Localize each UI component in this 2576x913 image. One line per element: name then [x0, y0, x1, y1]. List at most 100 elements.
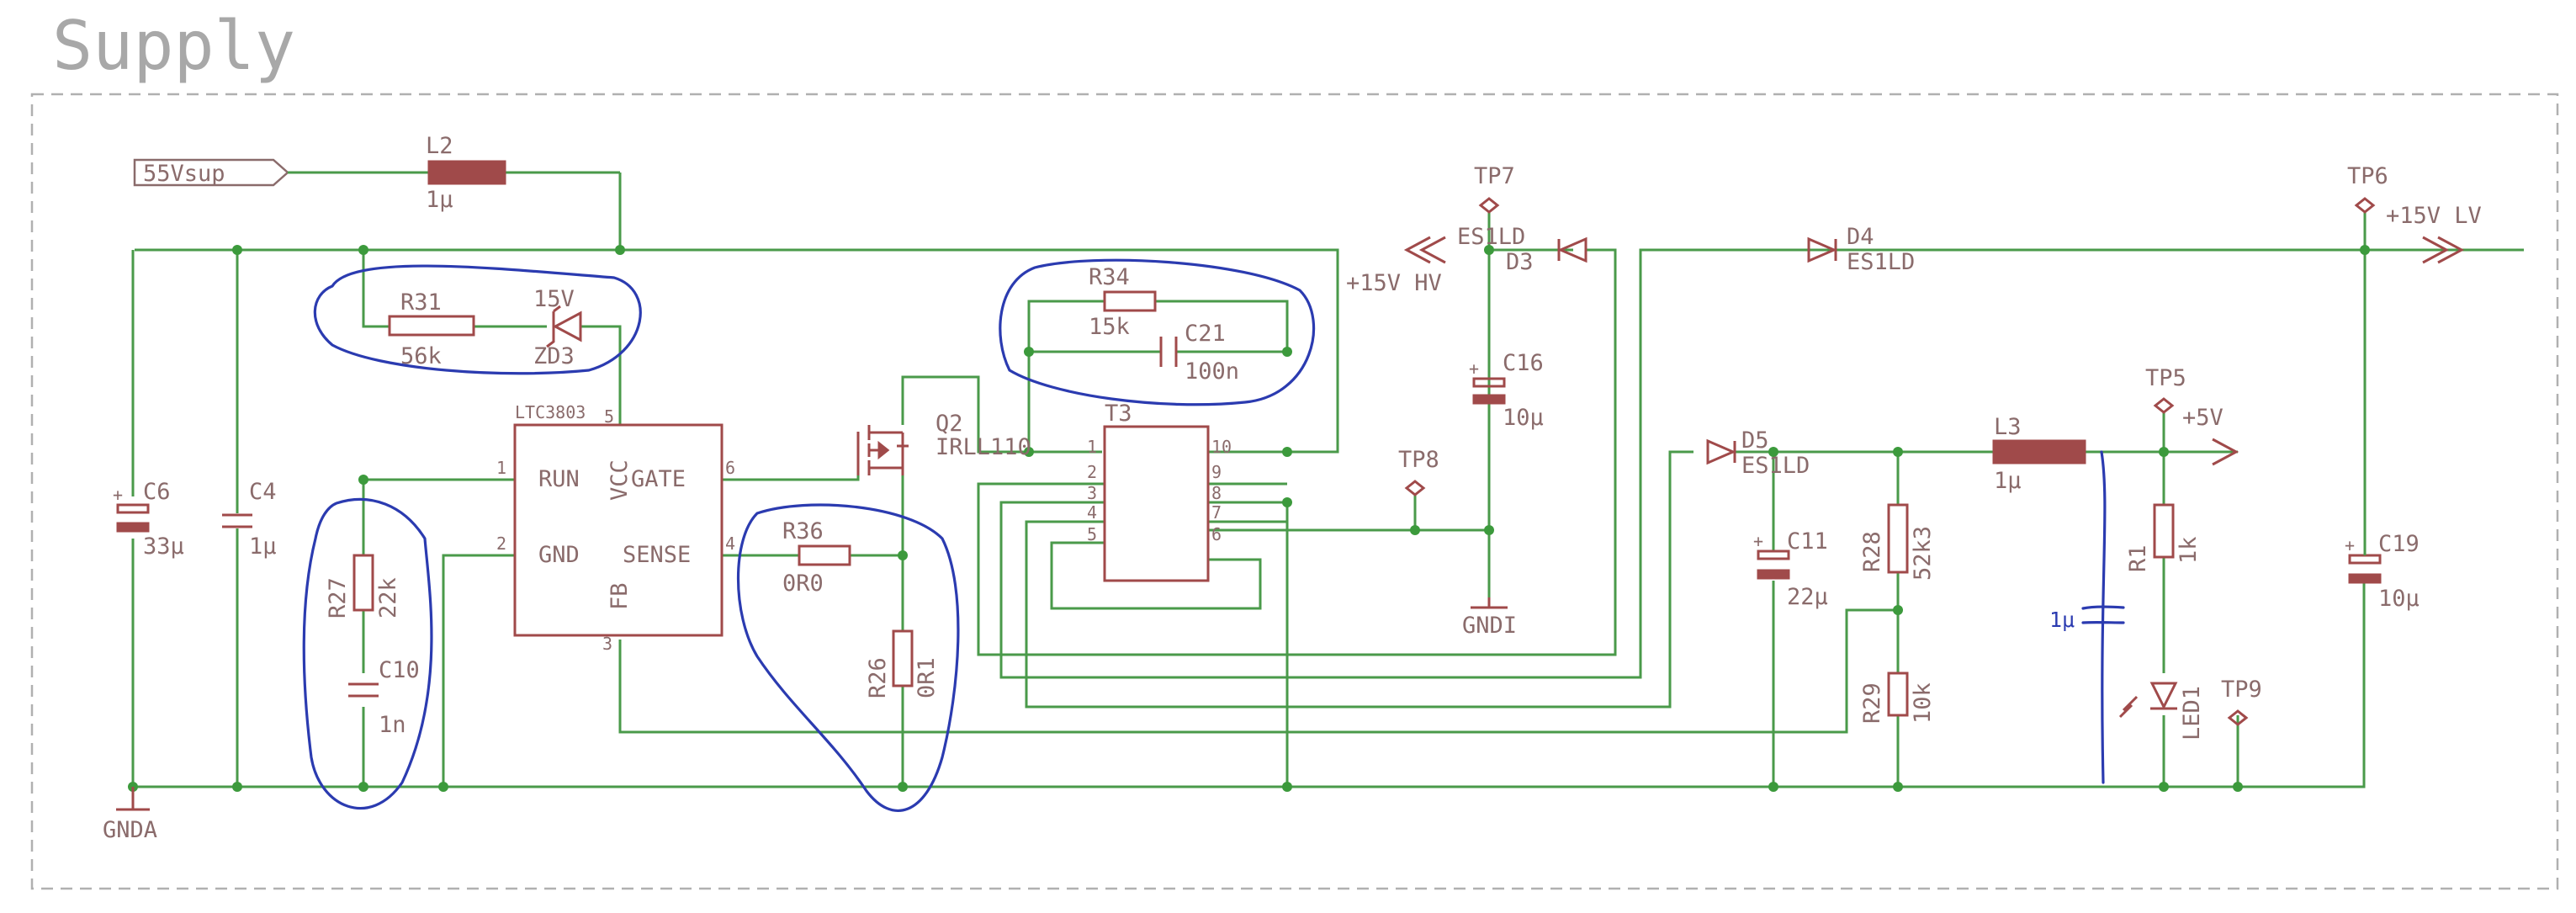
net-15v-lv-label: +15V LV: [2386, 203, 2482, 229]
r28-value: 52k3: [1910, 526, 1936, 581]
net-15v-hv-label: +15V HV: [1346, 270, 1442, 296]
r36-name: R36: [782, 518, 824, 544]
capacitor-c11[interactable]: + C11 22μ: [1753, 528, 1828, 610]
zener-zd3[interactable]: 15V ZD3: [533, 286, 582, 369]
l3-value: 1μ: [1994, 468, 2022, 494]
hand-loop-r34: [999, 258, 1316, 406]
capacitor-c21[interactable]: C21 100n: [1159, 321, 1239, 385]
t3-pin-5: 5: [1087, 524, 1097, 544]
c21-value: 100n: [1185, 358, 1239, 385]
t3-pin-7: 7: [1211, 502, 1222, 523]
ic-pin-fb: FB: [607, 582, 633, 610]
r26-name: R26: [865, 657, 891, 698]
diode-d3[interactable]: ES1LD D3: [1457, 224, 1587, 275]
inductor-l2[interactable]: L2 1μ: [426, 133, 506, 213]
c4-name: C4: [249, 479, 277, 505]
ground-gnda: GNDA: [103, 787, 157, 843]
net-5v-label: +5V: [2182, 405, 2224, 431]
r31-name: R31: [400, 289, 442, 316]
capacitor-c16[interactable]: + C16 10μ: [1469, 350, 1544, 431]
hand-wire-cap: [2100, 450, 2107, 784]
resistor-r28[interactable]: R28 52k3: [1859, 503, 1936, 581]
t3-pin-4: 4: [1087, 502, 1097, 523]
svg-text:+: +: [113, 485, 123, 505]
t3-pin-8: 8: [1211, 483, 1222, 503]
capacitor-c4[interactable]: C4 1μ: [222, 479, 277, 560]
testpoint-tp6[interactable]: TP6: [2347, 163, 2388, 214]
tp7-label: TP7: [1474, 163, 1515, 189]
ic-pin-gnd: GND: [538, 542, 580, 568]
ic-pin-num-1: 1: [496, 458, 506, 478]
transformer-t3[interactable]: T3 1 2 3 4 5 10 9 8 7 6: [1087, 401, 1232, 582]
svg-text:+: +: [1753, 531, 1763, 551]
l3-name: L3: [1994, 414, 2022, 440]
tp6-label: TP6: [2347, 163, 2388, 189]
ic-pin-num-5: 5: [604, 406, 614, 427]
zd3-value: 15V: [533, 286, 575, 312]
d5-name: D5: [1741, 427, 1769, 454]
input-port-55vsup[interactable]: 55Vsup: [133, 158, 289, 187]
r1-value: 1k: [2176, 536, 2202, 564]
inductor-l3[interactable]: L3 1μ: [1992, 414, 2086, 494]
ic-ltc3803[interactable]: LTC3803 RUN GATE GND SENSE VCC FB 1 2 3 …: [496, 402, 735, 654]
q2-value: IRLL110: [936, 434, 1031, 460]
hand-loop-r31: [313, 264, 642, 375]
capacitor-c10[interactable]: C10 1n: [348, 657, 420, 738]
d4-value: ES1LD: [1847, 249, 1915, 275]
svg-text:+: +: [2345, 535, 2355, 555]
capacitor-c19[interactable]: + C19 10μ: [2345, 531, 2420, 612]
net-label-5v: +5V: [2182, 405, 2239, 466]
c6-value: 33μ: [143, 533, 184, 560]
l2-name: L2: [426, 133, 453, 159]
testpoint-tp8[interactable]: TP8: [1398, 447, 1439, 496]
ic-pin-num-4: 4: [725, 533, 735, 554]
hand-loop-r27: [302, 497, 433, 809]
handwritten-annotations: 1μ: [302, 258, 2125, 812]
c19-value: 10μ: [2378, 586, 2420, 612]
resistor-r1[interactable]: R1 1k: [2125, 503, 2202, 572]
input-port-label: 55Vsup: [143, 161, 225, 187]
c21-name: C21: [1185, 321, 1226, 347]
led-led1[interactable]: LED1: [2118, 682, 2205, 740]
q2-name: Q2: [936, 411, 963, 437]
resistor-r34[interactable]: R34 15k: [1089, 264, 1157, 340]
resistor-r36[interactable]: R36 0R0: [782, 518, 851, 597]
r36-value: 0R0: [782, 571, 824, 597]
resistor-r26[interactable]: R26 0R1: [865, 629, 940, 698]
diode-d5[interactable]: D5 ES1LD: [1706, 427, 1810, 479]
r34-value: 15k: [1089, 314, 1130, 340]
hand-loop-r26: [736, 503, 960, 812]
resistor-r27[interactable]: R27 22k: [325, 554, 401, 618]
ic-pin-num-3: 3: [602, 634, 612, 654]
diode-d4[interactable]: D4 ES1LD: [1807, 224, 1915, 275]
testpoint-tp7[interactable]: TP7: [1474, 163, 1515, 214]
t3-name: T3: [1105, 401, 1132, 427]
led1-name: LED1: [2179, 686, 2205, 740]
c19-name: C19: [2378, 531, 2420, 557]
t3-pin-2: 2: [1087, 462, 1097, 482]
d3-name: D3: [1506, 249, 1534, 275]
t3-pin-10: 10: [1211, 437, 1232, 457]
wires: [131, 171, 2524, 788]
mosfet-q2[interactable]: Q2 IRLL110: [856, 411, 1031, 475]
ic-pin-num-2: 2: [496, 533, 506, 554]
resistor-r29[interactable]: R29 10k: [1859, 671, 1936, 724]
capacitor-c6[interactable]: + C6 33μ: [113, 479, 184, 560]
tp5-label: TP5: [2145, 365, 2186, 391]
testpoint-tp5[interactable]: TP5: [2145, 365, 2186, 414]
r27-name: R27: [325, 577, 351, 618]
t3-pin-6: 6: [1211, 524, 1222, 544]
testpoint-tp9[interactable]: TP9: [2221, 677, 2262, 726]
d5-value: ES1LD: [1741, 453, 1810, 479]
resistor-r31[interactable]: R31 56k: [388, 289, 475, 369]
ic-pin-vcc: VCC: [607, 459, 633, 501]
c6-name: C6: [143, 479, 171, 505]
c10-name: C10: [379, 657, 420, 683]
ic-pin-gate: GATE: [631, 466, 686, 492]
d4-name: D4: [1847, 224, 1874, 250]
r29-value: 10k: [1910, 682, 1936, 724]
c16-value: 10μ: [1503, 405, 1544, 431]
gndi-label: GNDI: [1462, 613, 1517, 639]
r26-value: 0R1: [914, 657, 940, 698]
